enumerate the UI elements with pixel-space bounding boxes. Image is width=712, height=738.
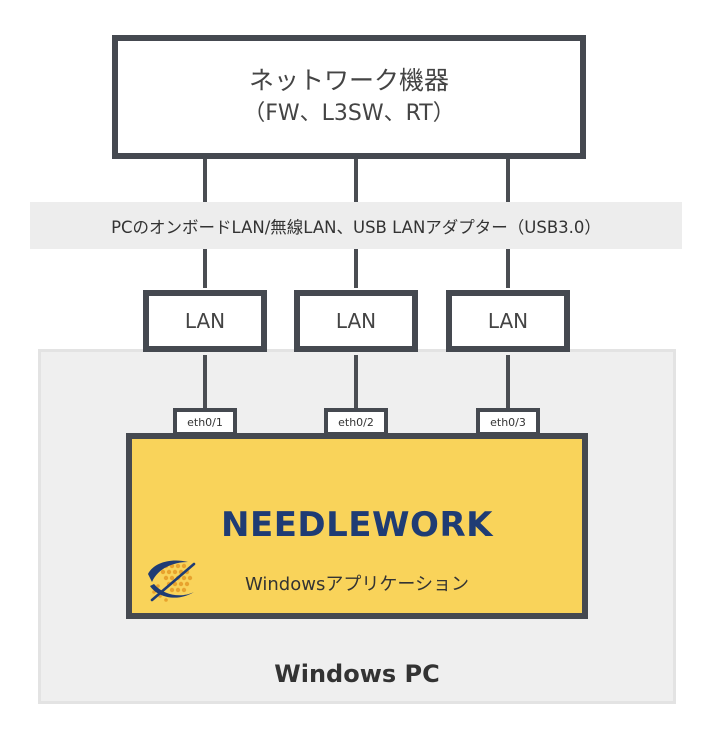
lan-box-label: LAN [335,309,377,333]
port-eth0-2: eth0/2 [324,408,388,436]
needlework-logo-icon [144,556,200,606]
lan-box-label: LAN [184,309,226,333]
lan-box-1: LAN [143,290,267,352]
app-title: NEEDLEWORK [221,505,493,545]
port-label: eth0/2 [338,415,374,429]
needlework-app-box [126,433,588,619]
connector-line-lan1-port [203,355,207,410]
connector-line-lan2-port [354,355,358,410]
network-device-subtitle: （FW、L3SW、RT） [243,101,455,126]
lan-box-label: LAN [487,309,529,333]
port-eth0-1: eth0/1 [173,408,237,436]
connector-line-lan3-port [506,355,510,410]
port-label: eth0/1 [187,415,223,429]
port-label: eth0/3 [490,415,526,429]
interface-band-label: PCのオンボードLAN/無線LAN、USB LANアダプター（USB3.0） [111,217,601,237]
lan-box-3: LAN [446,290,570,352]
windows-pc-label: Windows PC [274,660,440,688]
network-device-title: ネットワーク機器 [248,66,449,95]
port-eth0-3: eth0/3 [476,408,540,436]
interface-band: PCのオンボードLAN/無線LAN、USB LANアダプター（USB3.0） [30,202,682,249]
network-device-box: ネットワーク機器 （FW、L3SW、RT） [112,35,586,159]
lan-box-2: LAN [294,290,418,352]
app-subtitle: Windowsアプリケーション [245,574,469,595]
